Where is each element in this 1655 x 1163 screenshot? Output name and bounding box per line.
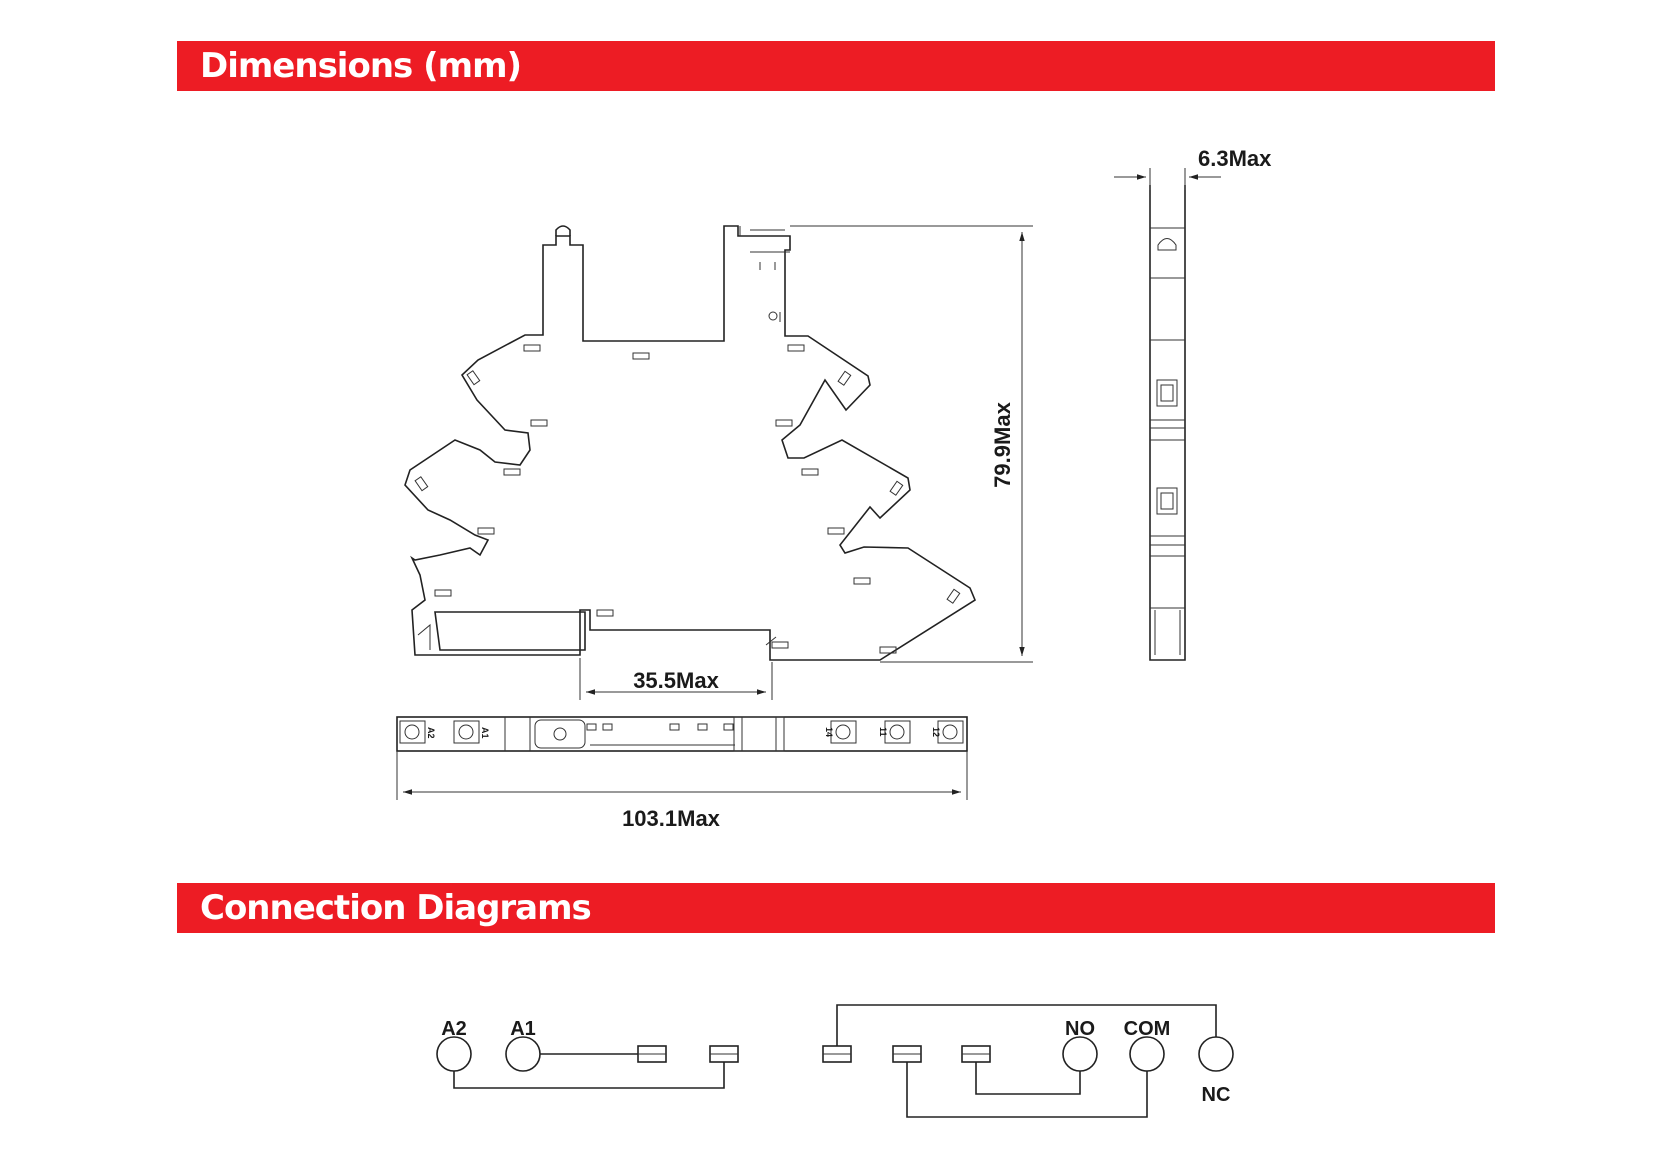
rail-width-dimension — [579, 658, 773, 700]
contact-circuit — [822, 1004, 1234, 1118]
contact-label-no: NO — [1065, 1018, 1095, 1040]
coil-label-a2: A2 — [441, 1018, 467, 1040]
coil-circuit — [436, 1036, 739, 1089]
terminal-mark-a2: A2 — [426, 727, 436, 739]
terminal-mark-14: 14 — [824, 727, 834, 737]
connection-title: Connection Diagrams — [200, 888, 592, 928]
length-label: 103.1Max — [622, 806, 721, 831]
terminal-mark-a1: A1 — [480, 727, 490, 739]
contact-label-com: COM — [1124, 1018, 1171, 1040]
dimensions-header: Dimensions (mm) — [177, 41, 1495, 91]
connection-header: Connection Diagrams — [177, 883, 1495, 933]
socket-front-view — [404, 225, 976, 661]
side-width-label: 6.3Max — [1198, 146, 1272, 171]
terminal-mark-12: 12 — [931, 727, 941, 737]
rail-width-label: 35.5Max — [633, 668, 719, 693]
socket-side-view — [1149, 185, 1186, 661]
terminal-mark-11: 11 — [878, 727, 888, 737]
dimensions-title: Dimensions (mm) — [200, 46, 522, 86]
side-width-dimension — [1114, 168, 1221, 190]
height-dimension — [790, 225, 1033, 663]
socket-bottom-view — [396, 716, 968, 800]
coil-label-a1: A1 — [510, 1018, 536, 1040]
height-label: 79.9Max — [990, 401, 1015, 487]
contact-label-nc: NC — [1202, 1084, 1231, 1106]
